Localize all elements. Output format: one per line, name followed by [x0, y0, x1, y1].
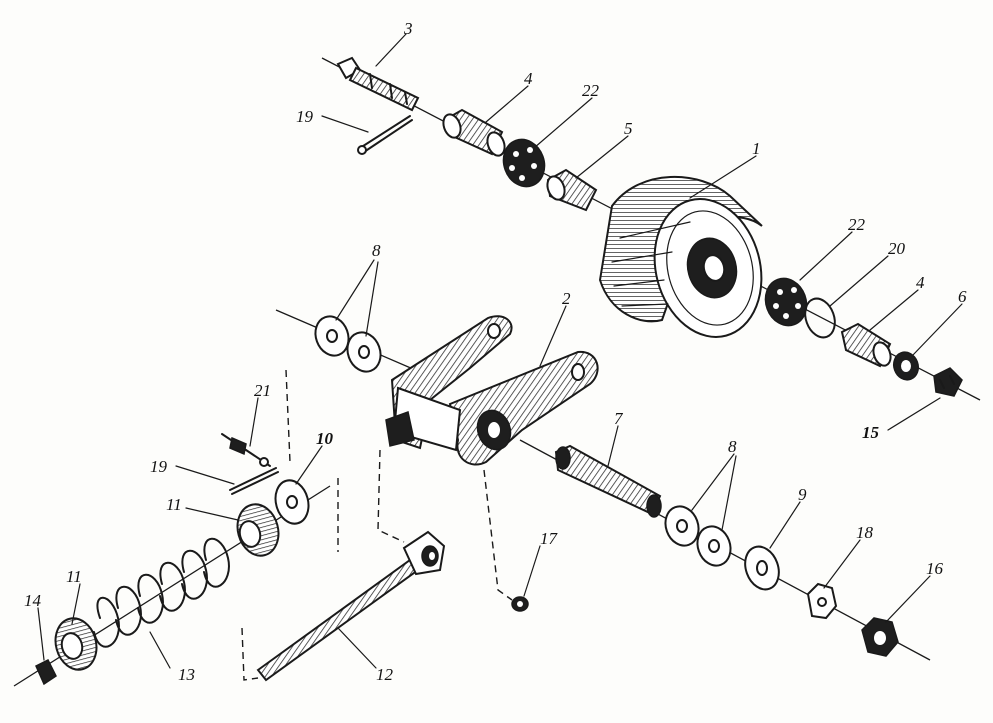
part-19-cotter-pin-lower [229, 467, 279, 495]
part-8-washers-lower [664, 505, 732, 567]
label-16: 16 [926, 559, 944, 578]
part-22-bearing-lower [764, 277, 808, 327]
label-18: 18 [856, 523, 874, 542]
label-5: 5 [624, 119, 633, 138]
leader-lines [37, 33, 963, 669]
part-20-retaining-ring [804, 297, 836, 339]
part-6-nut [892, 351, 920, 381]
label-13: 13 [178, 665, 195, 684]
guide-line-nut [483, 469, 513, 601]
label-19-upper: 19 [296, 107, 314, 126]
label-17: 17 [540, 529, 559, 548]
part-1-roller-drum [598, 175, 763, 338]
label-21: 21 [254, 381, 271, 400]
label-19-lower: 19 [150, 457, 168, 476]
part-11-spring-seat-lower [54, 617, 98, 671]
part-2-bracket [385, 315, 599, 466]
part-18-lock-washer [806, 582, 838, 620]
label-8-upper: 8 [372, 241, 381, 260]
label-22-lower: 22 [848, 215, 866, 234]
label-4-upper: 4 [524, 69, 533, 88]
label-7: 7 [614, 409, 624, 428]
label-6: 6 [958, 287, 967, 306]
part-11-spring-seat-upper [236, 503, 280, 557]
part-10-washer [274, 479, 310, 525]
label-22-upper: 22 [582, 81, 600, 100]
part-22-bearing-upper [502, 138, 546, 188]
part-21-pin [221, 433, 271, 467]
label-14: 14 [24, 591, 42, 610]
part-5-spacer-sleeve [546, 168, 598, 212]
label-2: 2 [562, 289, 571, 308]
part-4-bushing-lower [840, 322, 892, 368]
label-1: 1 [752, 139, 761, 158]
label-3: 3 [403, 19, 413, 38]
part-14-nut [35, 658, 57, 686]
part-17-nut [511, 596, 529, 612]
guide-line-rod-top [377, 449, 405, 543]
label-12: 12 [376, 665, 394, 684]
part-13-spring [93, 537, 230, 648]
part-19-cotter-pin-upper [357, 115, 413, 155]
part-15-castle-nut [933, 367, 963, 397]
label-11-lower: 11 [66, 567, 82, 586]
part-16-castle-nut [861, 617, 899, 657]
part-7-pivot-pin [554, 444, 662, 518]
label-20: 20 [888, 239, 906, 258]
part-12-tension-rod [256, 530, 446, 682]
part-4-bushing-upper [442, 108, 506, 157]
label-15: 15 [862, 423, 880, 442]
label-8-lower: 8 [728, 437, 737, 456]
part-8-washers-upper [314, 315, 382, 373]
label-11-upper: 11 [166, 495, 182, 514]
label-9: 9 [798, 485, 807, 504]
part-9-washer [744, 545, 780, 591]
label-10: 10 [316, 429, 334, 448]
guide-line-rod-end [241, 627, 259, 681]
guide-line-pin [285, 369, 291, 463]
part-3-axle-bolt [336, 56, 420, 112]
label-4-lower: 4 [916, 273, 925, 292]
